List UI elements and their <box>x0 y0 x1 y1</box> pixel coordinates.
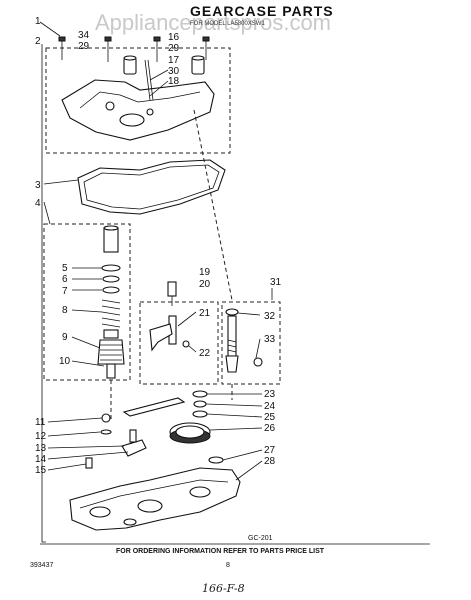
shift-fork-box <box>139 301 219 385</box>
callout-19: 19 <box>199 267 211 278</box>
callout-7: 7 <box>62 286 68 297</box>
callout-25: 25 <box>264 412 276 423</box>
callout-31: 31 <box>270 277 282 288</box>
cover-bushings <box>123 55 205 101</box>
page-number: 8 <box>226 562 230 569</box>
cover-screws <box>58 36 210 62</box>
doc-number: 393437 <box>30 562 53 569</box>
callout-34: 34 <box>78 30 90 41</box>
agitate-shaft-box <box>43 223 131 381</box>
callout-32: 32 <box>264 311 276 322</box>
callout-16: 16 <box>168 32 180 43</box>
callout-6: 6 <box>62 274 68 285</box>
page-subtitle: FOR MODEL LA5800XSW1 <box>190 21 265 27</box>
callout-4: 4 <box>35 198 41 209</box>
callout-17: 17 <box>168 55 180 66</box>
callout-23: 23 <box>264 389 276 400</box>
ordering-info: FOR ORDERING INFORMATION REFER TO PARTS … <box>116 548 325 555</box>
callout-29-left: 29 <box>78 41 90 52</box>
cover-group-box <box>45 47 231 154</box>
callout-30: 30 <box>168 66 180 77</box>
callout-8: 8 <box>62 305 68 316</box>
callout-22: 22 <box>199 348 211 359</box>
callout-11: 11 <box>35 417 46 428</box>
drive-gear-parts <box>85 390 224 469</box>
handwritten-note: 166-F-8 <box>202 582 245 595</box>
callout-20: 20 <box>199 279 211 290</box>
spin-shaft-assembly <box>225 308 263 373</box>
gearcase-base <box>69 467 241 531</box>
callout-21: 21 <box>199 308 211 319</box>
callout-14: 14 <box>35 454 47 465</box>
gearcase-cover <box>61 79 215 141</box>
agitate-shaft-assembly <box>97 225 125 379</box>
callout-15: 15 <box>35 465 47 476</box>
callout-3: 3 <box>35 180 41 191</box>
callout-10: 10 <box>59 356 71 367</box>
assembly-bracket <box>41 44 46 543</box>
callout-27: 27 <box>264 445 276 456</box>
callout-28: 28 <box>264 456 276 467</box>
callout-13: 13 <box>35 443 47 454</box>
callout-24: 24 <box>264 401 276 412</box>
callout-12: 12 <box>35 431 47 442</box>
callout-5: 5 <box>62 263 68 274</box>
callout-26: 26 <box>264 423 276 434</box>
callout-29-right: 29 <box>168 43 180 54</box>
page-title: GEARCASE PARTS <box>190 3 334 19</box>
callout-2: 2 <box>35 36 41 47</box>
leader-lines <box>43 69 273 481</box>
guide-line <box>193 109 233 301</box>
callout-9: 9 <box>62 332 68 343</box>
shift-fork-assembly <box>149 281 190 352</box>
watermark: Appliancepartspros.com <box>95 10 331 35</box>
drawing-code: GC-201 <box>248 535 273 542</box>
callout-1: 1 <box>35 16 41 27</box>
callout-33: 33 <box>264 334 276 345</box>
callout-18: 18 <box>168 76 180 87</box>
spin-shaft-box <box>221 301 281 385</box>
callout-labels: 1 2 3 4 5 6 7 8 9 10 11 12 13 14 15 16 1… <box>35 16 282 476</box>
